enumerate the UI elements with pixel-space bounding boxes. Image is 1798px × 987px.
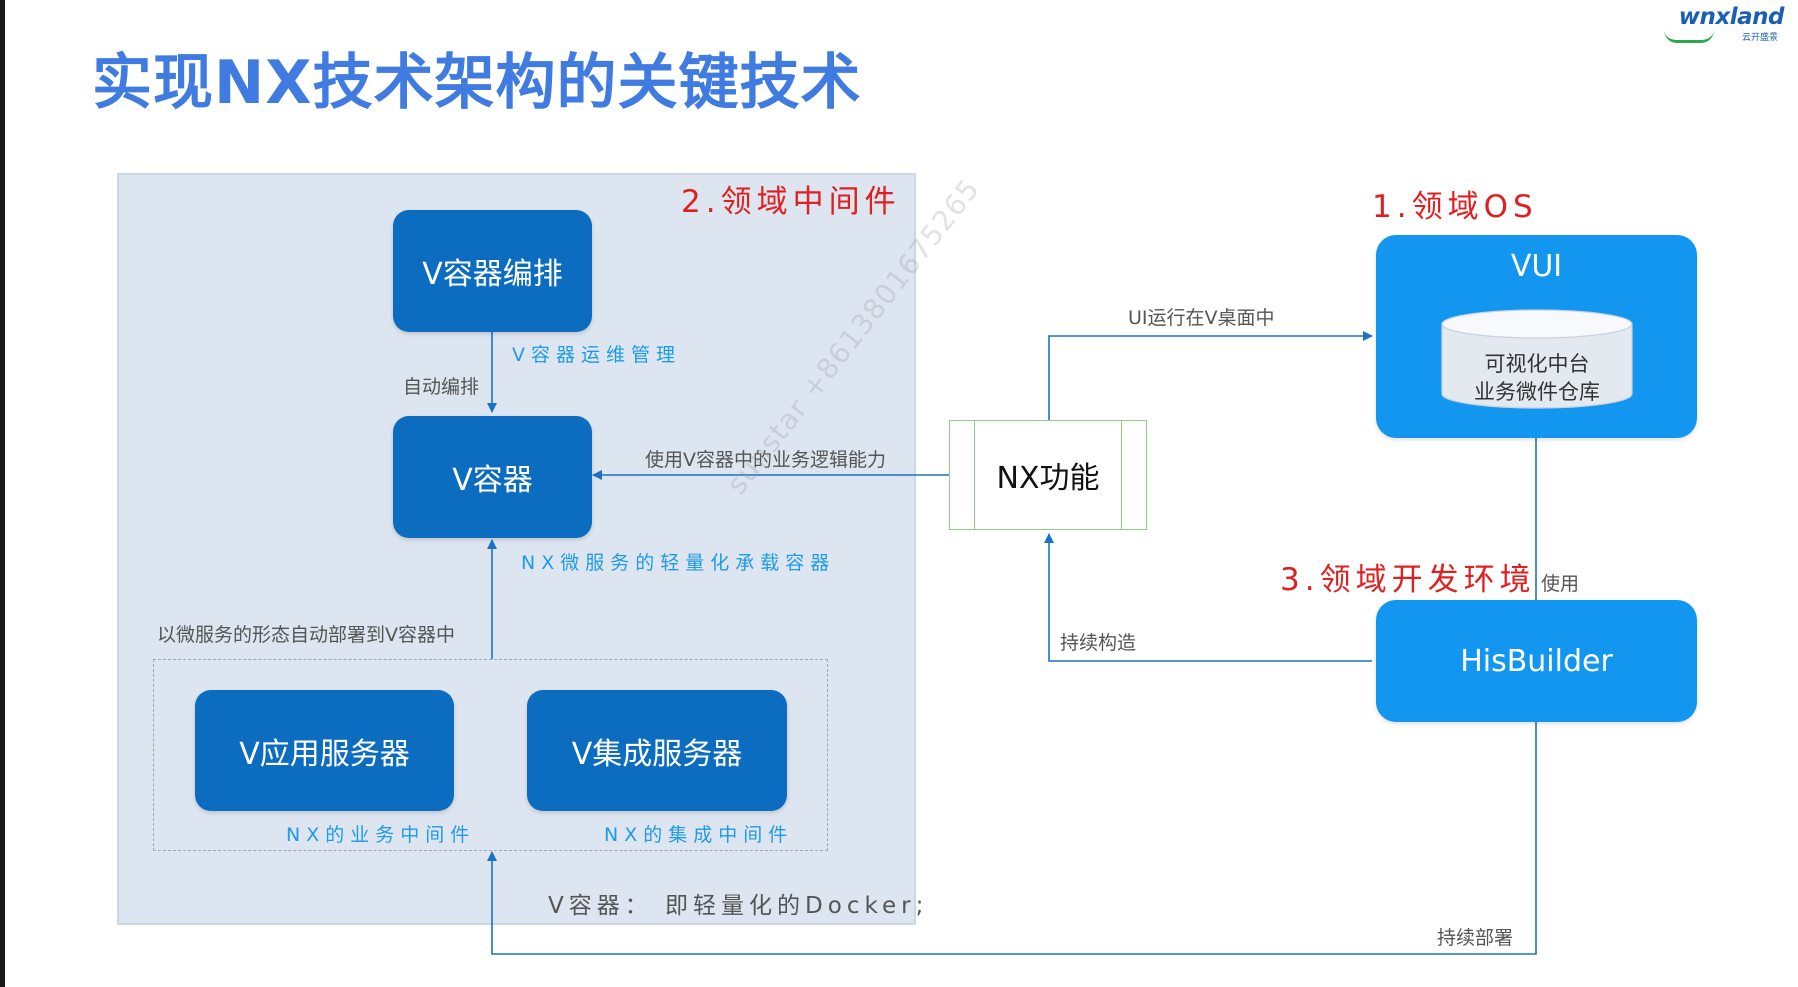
database-label-1: 可视化中台 <box>1484 352 1590 376</box>
container-orchestration-box[interactable]: V容器编排 <box>393 210 592 332</box>
caption-use: 使用 <box>1541 573 1580 595</box>
app-server-box[interactable]: V应用服务器 <box>195 690 454 811</box>
database-icon <box>1441 309 1633 409</box>
section-label-devenv: 3.领域开发环境 <box>1280 562 1536 598</box>
server-group <box>153 659 828 851</box>
caption-integration-middleware: NX的集成中间件 <box>604 824 794 846</box>
caption-ui-runs: UI运行在V桌面中 <box>1128 307 1275 329</box>
caption-container-ops: V容器运维管理 <box>512 344 681 366</box>
window-edge <box>0 0 5 987</box>
caption-continuous-build: 持续构造 <box>1060 632 1137 654</box>
logo-text: wnxland <box>1678 4 1785 30</box>
nx-function-label: NX功能 <box>996 461 1100 496</box>
docker-note: V容器： 即轻量化的Docker; <box>548 893 929 919</box>
section-label-os: 1.领域OS <box>1372 189 1538 225</box>
caption-lightweight-container: NX微服务的轻量化承载容器 <box>521 552 836 574</box>
hisbuilder-box[interactable]: HisBuilder <box>1376 600 1697 722</box>
caption-auto-deploy: 以微服务的形态自动部署到V容器中 <box>157 624 455 646</box>
nx-function-box[interactable]: NX功能 <box>949 420 1147 530</box>
database-labels: 可视化中台 业务微件仓库 <box>1440 350 1634 406</box>
caption-continuous-deploy: 持续部署 <box>1437 927 1514 949</box>
nx-box-left-bar <box>974 421 975 529</box>
arrow-nx-to-vui <box>1048 331 1373 420</box>
caption-auto-orchestrate: 自动编排 <box>403 376 480 398</box>
vui-box[interactable]: VUI 可视化中台 业务微件仓库 <box>1376 235 1697 438</box>
database-label-2: 业务微件仓库 <box>1474 380 1600 404</box>
caption-use-logic: 使用V容器中的业务逻辑能力 <box>645 449 886 471</box>
company-logo: wnxland 云开盛景 <box>1664 4 1785 44</box>
v-container-box[interactable]: V容器 <box>393 416 592 538</box>
section-label-middleware: 2.领域中间件 <box>681 184 901 220</box>
integration-server-box[interactable]: V集成服务器 <box>527 690 787 811</box>
vui-label: VUI <box>1510 249 1563 284</box>
page-title: 实现NX技术架构的关键技术 <box>92 48 862 118</box>
logo-swoosh <box>1664 30 1714 43</box>
nx-box-right-bar <box>1121 421 1122 529</box>
caption-biz-middleware: NX的业务中间件 <box>286 824 476 846</box>
logo-subtext: 云开盛景 <box>1741 33 1778 43</box>
